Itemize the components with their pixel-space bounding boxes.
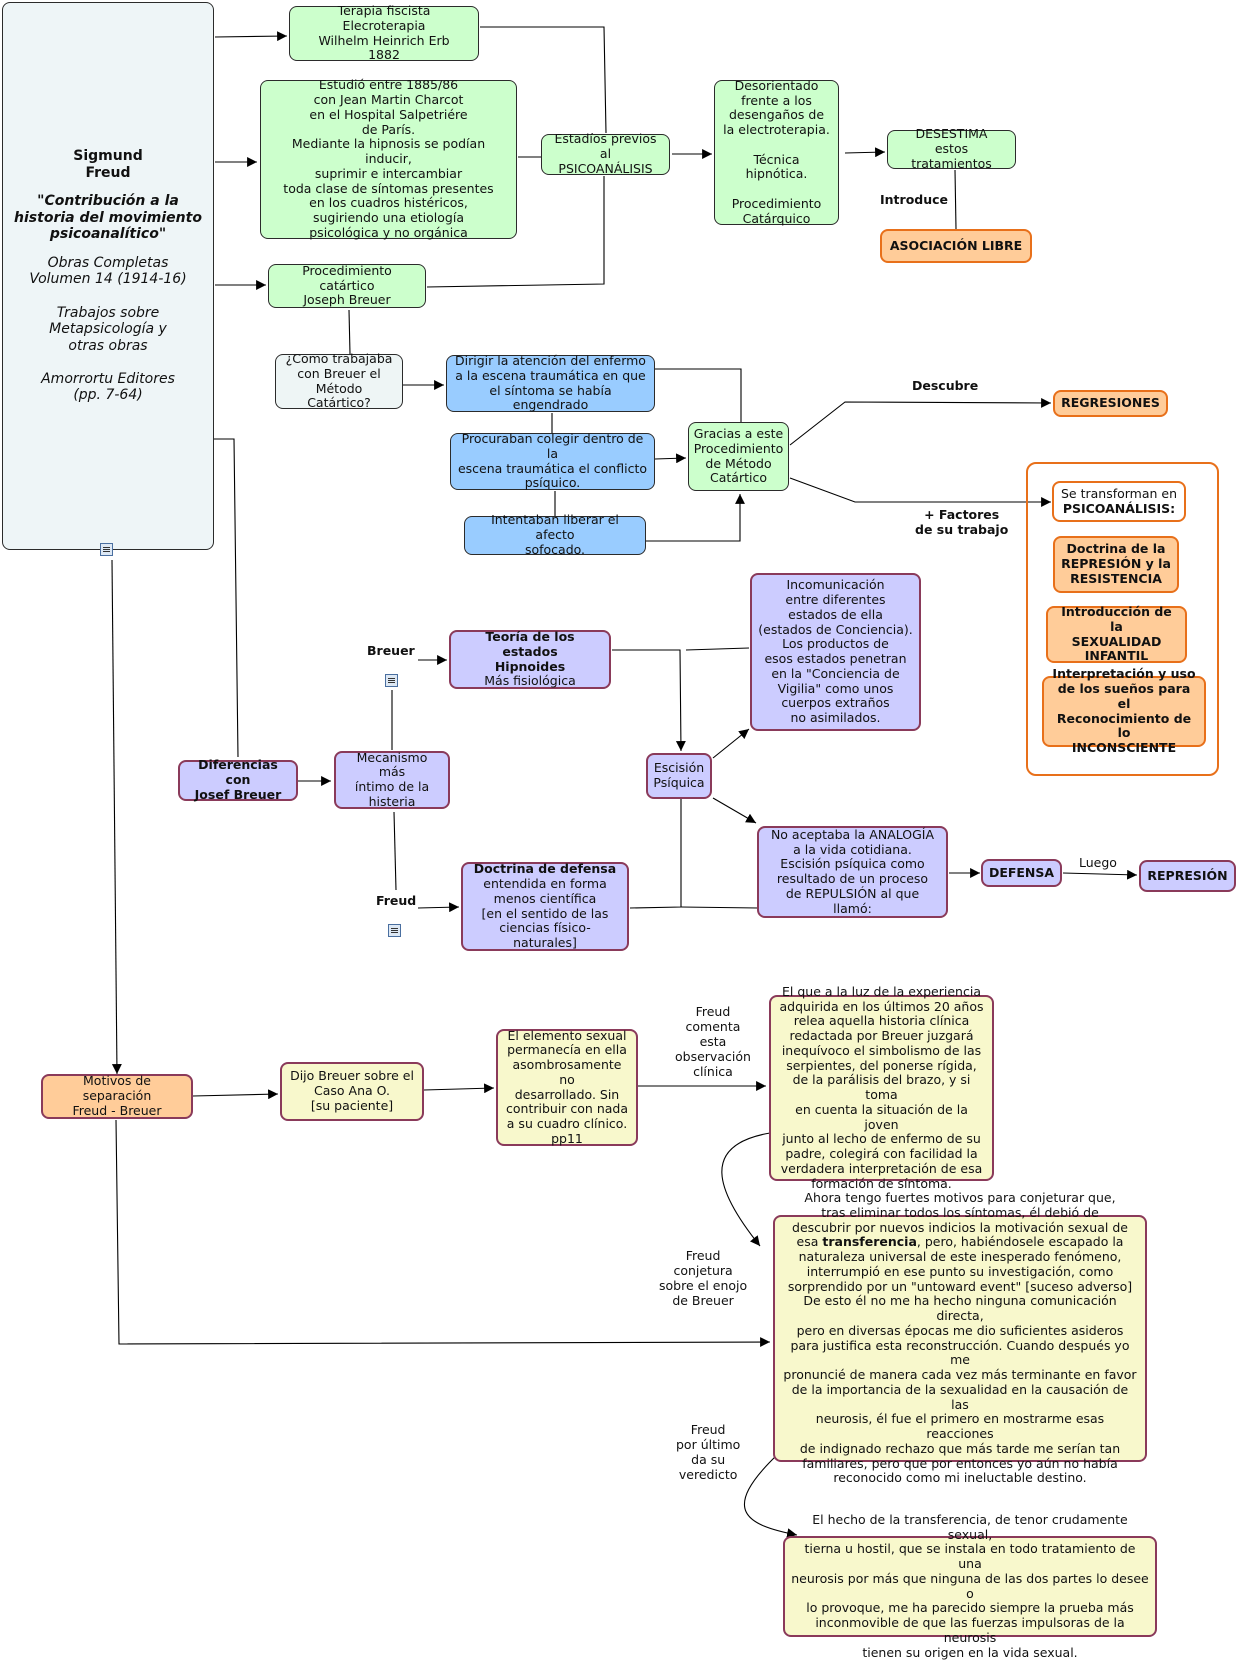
label-introduce: Introduce <box>880 192 949 207</box>
node-sexualidad-infantil[interactable]: Introducción de la SEXUALIDAD INFANTIL <box>1046 604 1187 663</box>
node-no-aceptaba[interactable]: No aceptaba la ANALOGÍA a la vida cotidi… <box>757 826 948 918</box>
node-diferencias-breuer[interactable]: Diferencias con Josef Breuer <box>178 758 298 802</box>
node-ahora-tengo[interactable]: Ahora tengo fuertes motivos para conjetu… <box>773 1190 1147 1485</box>
label-comenta: Freud comenta esta observación clínica <box>675 1004 751 1079</box>
node-teoria-hipnoides[interactable]: Teoría de los estados Hipnoides Más fisi… <box>449 629 611 689</box>
node-asociacion-libre[interactable]: ASOCIACIÓN LIBRE <box>880 229 1032 263</box>
node-doctrina-defensa[interactable]: Doctrina de defensa entendida en forma m… <box>461 861 629 951</box>
node-intentaban-liberar[interactable]: Intentaban liberar el afecto sofocado. <box>464 513 646 557</box>
node-estadios-previos[interactable]: Estadíos previos al PSICOANÁLISIS <box>541 132 670 176</box>
psicoanalisis-group <box>1026 462 1219 776</box>
main-topic-node[interactable]: Sigmund Freud "Contribución a la histori… <box>2 2 214 550</box>
note-icon[interactable] <box>388 924 401 937</box>
node-terapia[interactable]: Terapia fiscista Elecroterapia Wilhelm H… <box>289 3 479 62</box>
note-icon[interactable] <box>385 674 398 687</box>
doctrina-defensa-text: entendida en forma menos científica [en … <box>481 876 609 950</box>
node-dijo-breuer[interactable]: Dijo Breuer sobre el Caso Ana O. [su pac… <box>280 1062 424 1121</box>
label-factores: + Factores de su trabajo <box>915 507 1009 537</box>
node-interpretacion-suenos[interactable]: Interpretación y uso de los sueños para … <box>1042 666 1206 755</box>
main-details: Obras Completas Volumen 14 (1914-16) Tra… <box>29 254 187 404</box>
node-procuraban-colegir[interactable]: Procuraban colegir dentro de la escena t… <box>450 431 655 490</box>
node-desorientado[interactable]: Desorientado frente a los desengaños de … <box>714 78 839 225</box>
transforman-psicoanalisis: PSICOANÁLISIS: <box>1062 500 1176 516</box>
node-como-trabajaba[interactable]: ¿Como trabajaba con Breuer el Método Cat… <box>275 351 403 410</box>
main-title: "Contribución a la historia del movimien… <box>14 193 202 243</box>
node-procedimiento-cataritco[interactable]: Procedimiento catártico Joseph Breuer <box>268 263 426 308</box>
node-gracias-procedimiento[interactable]: Gracias a este Procedimiento de Método C… <box>688 422 789 491</box>
note-icon[interactable] <box>100 543 113 556</box>
label-conjetura: Freud conjetura sobre el enojo de Breuer <box>659 1248 748 1308</box>
node-incomunicacion[interactable]: Incomunicación entre diferentes estados … <box>750 573 921 731</box>
transforman-text: Se transforman en <box>1060 485 1178 501</box>
node-doctrina-represion[interactable]: Doctrina de la REPRESIÓN y la RESISTENCI… <box>1053 536 1179 593</box>
node-mecanismo-histeria[interactable]: Mecanismo más íntimo de la histeria <box>334 750 450 809</box>
node-defensa[interactable]: DEFENSA <box>981 859 1062 887</box>
teoria-title: Teoría de los estados Hipnoides <box>485 629 575 674</box>
node-desestima[interactable]: DESESTIMA estos tratamientos <box>887 127 1016 171</box>
label-breuer: Breuer <box>367 643 415 658</box>
label-freud: Freud <box>376 893 417 908</box>
node-escision-psiquica[interactable]: Escisión Psíquica <box>646 753 712 799</box>
node-motivos-separacion[interactable]: Motivos de separación Freud - Breuer <box>41 1074 193 1119</box>
teoria-subtitle: Más fisiológica <box>484 673 576 689</box>
doctrina-defensa-title: Doctrina de defensa <box>473 861 617 877</box>
node-se-transforman[interactable]: Se transforman en PSICOANÁLISIS: <box>1052 481 1186 522</box>
node-represion[interactable]: REPRESIÓN <box>1139 860 1236 892</box>
node-charcot[interactable]: Estudió entre 1885/86 con Jean Martin Ch… <box>260 78 517 240</box>
label-luego: Luego <box>1079 855 1117 870</box>
node-regresiones[interactable]: REGRESIONES <box>1053 390 1168 417</box>
label-descubre: Descubre <box>912 378 979 393</box>
node-dirigir-atencion[interactable]: Dirigir la atención del enfermo a la esc… <box>446 353 655 412</box>
label-veredicto: Freud por último da su veredicto <box>676 1422 741 1482</box>
node-hecho-transferencia[interactable]: El hecho de la transferencia, de tenor c… <box>783 1512 1157 1659</box>
ahora-text: Ahora tengo fuertes motivos para conjetu… <box>783 1190 1137 1486</box>
node-el-que-a-la-luz[interactable]: El que a la luz de la experiencia adquir… <box>769 984 994 1190</box>
node-elemento-sexual[interactable]: El elemento sexual permanecía en ella as… <box>496 1028 638 1146</box>
main-author: Sigmund Freud <box>73 148 143 181</box>
